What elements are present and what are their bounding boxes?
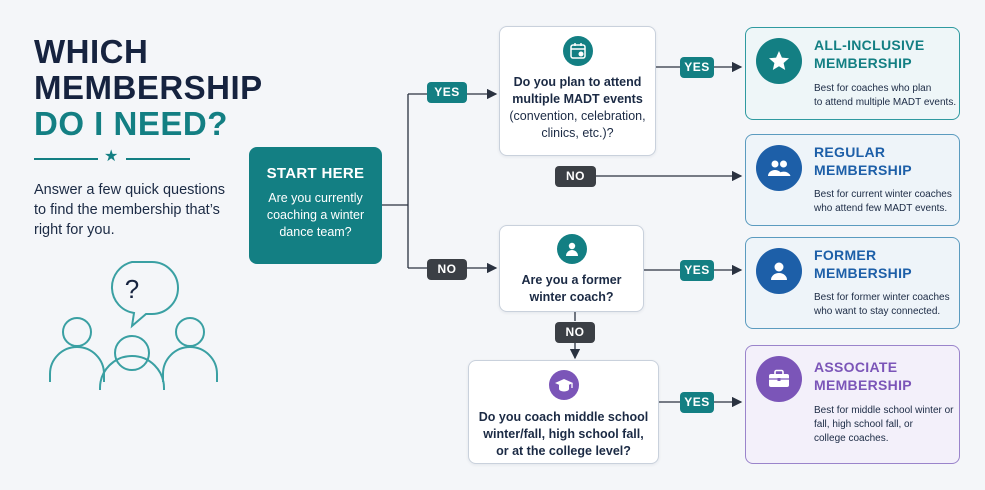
result-4-desc-line1: Best for middle school winter or <box>814 405 954 416</box>
calendar-icon <box>562 36 593 66</box>
result-3-desc-line1: Best for former winter coaches <box>814 292 950 303</box>
result-2-desc-line2: who attend few MADT events. <box>814 203 948 214</box>
title-line-1: WHICH <box>34 33 149 70</box>
result-1-desc-line1: Best for coaches who plan <box>814 83 932 94</box>
result-4-desc-line3: college coaches. <box>814 433 889 444</box>
title-line-2: MEMBERSHIP <box>34 69 263 106</box>
yes-pill-former: YES <box>680 260 714 281</box>
divider-star-icon: ★ <box>104 148 119 165</box>
result-all-inclusive: ALL-INCLUSIVE MEMBERSHIP Best for coache… <box>745 27 960 120</box>
person-icon <box>556 234 587 264</box>
title-divider: ★ <box>34 149 190 165</box>
graduation-cap-icon <box>548 370 579 400</box>
no-pill-former: NO <box>555 322 595 343</box>
result-3-desc-line2: who want to stay connected. <box>814 306 941 317</box>
yes-pill-start: YES <box>427 82 467 103</box>
subtitle: Answer a few quick questions to find the… <box>34 182 226 238</box>
start-box: START HERE Are you currently coaching a … <box>249 147 382 264</box>
q-events-line3: (convention, celebration, <box>509 109 646 123</box>
start-title: START HERE <box>266 165 365 182</box>
people-question-illustration: ? <box>49 261 218 390</box>
result-3-name-line2: MEMBERSHIP <box>814 265 912 281</box>
no-pill-events: NO <box>555 166 596 187</box>
group-icon <box>756 145 802 191</box>
yes-pill-middle: YES <box>680 392 714 413</box>
q-middle-line1: Do you coach middle school <box>478 410 649 424</box>
no-pill-start: NO <box>427 259 467 280</box>
star-icon <box>756 38 802 84</box>
result-1-desc-line2: to attend multiple MADT events. <box>814 97 957 108</box>
briefcase-icon <box>756 356 802 402</box>
result-1-name-line2: MEMBERSHIP <box>814 55 912 71</box>
page-title: WHICH MEMBERSHIP DO I NEED? <box>34 34 274 142</box>
result-2-name-line2: MEMBERSHIP <box>814 162 912 178</box>
speech-bubble-icon <box>110 261 179 329</box>
result-associate: ASSOCIATE MEMBERSHIP Best for middle sch… <box>745 345 960 464</box>
q-middle-line2: winter/fall, high school fall, <box>483 427 644 441</box>
q-events-line2: multiple MADT events <box>512 92 643 106</box>
start-question: Are you currently coaching a winter danc… <box>266 191 365 239</box>
result-1-name-line1: ALL-INCLUSIVE <box>814 37 925 53</box>
person-icon <box>756 248 802 294</box>
result-3-name-line1: FORMER <box>814 247 877 263</box>
result-2-desc-line1: Best for current winter coaches <box>814 189 952 200</box>
result-4-name-line2: MEMBERSHIP <box>814 377 912 393</box>
q-middle-line3: or at the college level? <box>496 444 631 458</box>
question-middle-box: Do you coach middle school winter/fall, … <box>468 360 659 464</box>
question-former-box: Are you a former winter coach? <box>499 225 644 312</box>
question-events-box: Do you plan to attend multiple MADT even… <box>499 26 656 156</box>
yes-pill-events: YES <box>680 57 714 78</box>
q-former-line1: Are you a former <box>521 273 622 287</box>
result-2-name-line1: REGULAR <box>814 144 886 160</box>
q-events-line1: Do you plan to attend <box>513 75 642 89</box>
result-4-name-line1: ASSOCIATE <box>814 359 898 375</box>
bubble-question-mark: ? <box>125 274 139 304</box>
result-former: FORMER MEMBERSHIP Best for former winter… <box>745 237 960 329</box>
result-4-desc-line2: fall, high school fall, or <box>814 419 913 430</box>
q-former-line2: winter coach? <box>529 290 614 304</box>
q-events-line4: clinics, etc.)? <box>541 126 614 140</box>
title-line-3: DO I NEED? <box>34 105 228 142</box>
result-regular: REGULAR MEMBERSHIP Best for current wint… <box>745 134 960 226</box>
